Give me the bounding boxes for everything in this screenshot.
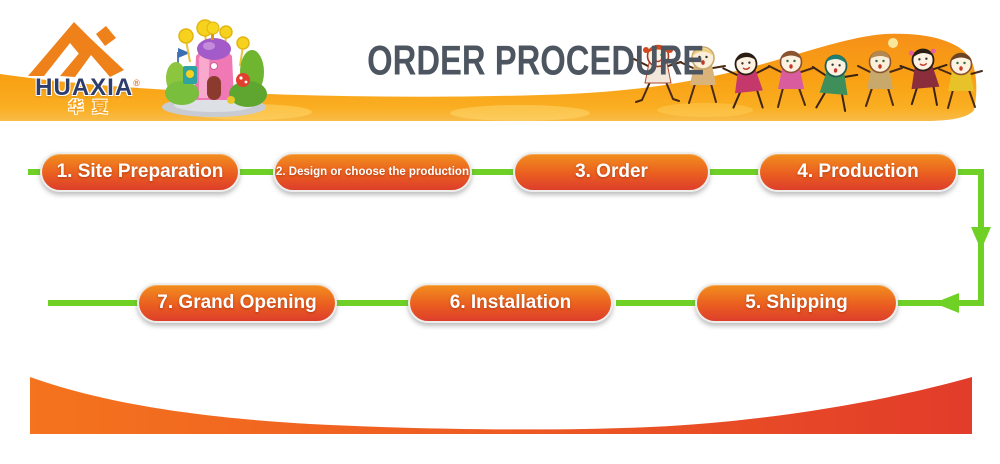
arrow-left-icon	[934, 293, 959, 313]
brand-chinese-text: 华夏	[68, 99, 117, 116]
step-production: 4. Production	[758, 152, 958, 192]
mountain-logo-icon	[28, 22, 124, 77]
step-installation: 6. Installation	[408, 283, 613, 323]
step-shipping: 5. Shipping	[695, 283, 898, 323]
step-design-or-choose: 2. Design or choose the production	[273, 152, 472, 192]
header-banner: HUAXIA® 华夏 ORDER PROCEDURE	[0, 0, 1000, 132]
castle-illustration	[162, 19, 267, 117]
arrow-down-icon	[971, 227, 991, 250]
page-title: ORDER PROCEDURE	[367, 37, 705, 84]
step-site-preparation: 1. Site Preparation	[40, 152, 240, 192]
brand-logo-text: HUAXIA®	[35, 74, 141, 101]
step-order: 3. Order	[513, 152, 710, 192]
step-grand-opening: 7. Grand Opening	[137, 283, 337, 323]
header-artwork	[0, 19, 983, 122]
registered-mark: ®	[133, 78, 141, 88]
bottom-swoosh-decoration	[30, 377, 972, 434]
children-illustration	[633, 44, 983, 112]
